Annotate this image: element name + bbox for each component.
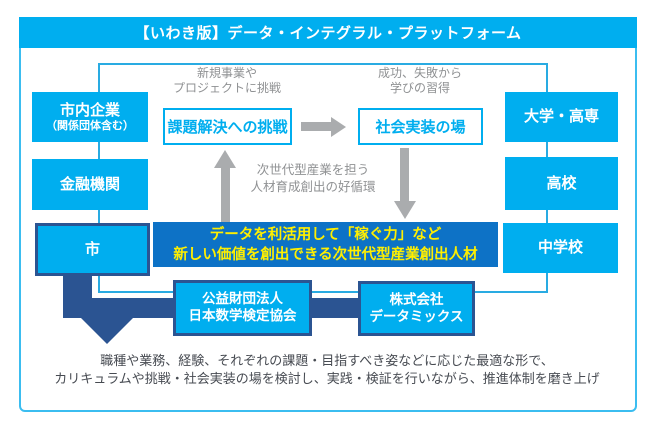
partner2-line2: データミックス	[369, 308, 464, 324]
arrow-up-icon	[214, 150, 236, 168]
partner2-line1: 株式会社	[389, 291, 444, 307]
challenge-left-caption-line1: 新規事業や	[196, 66, 257, 80]
box-juniorhigh: 中学校	[503, 223, 618, 273]
connector-arrow-down-icon	[81, 318, 133, 344]
box-juniorhigh-label: 中学校	[537, 239, 583, 257]
box-city-label: 市	[84, 240, 100, 258]
box-talent-creation: データを利活用して「稼ぐ力」など 新しい価値を創出できる次世代型産業創出人材	[153, 222, 498, 267]
box-datamix: 株式会社 データミックス	[358, 281, 475, 336]
box-challenge-label: 課題解決への挑戦	[167, 119, 288, 136]
cycle-caption-line2: 人材育成創出の好循環	[250, 180, 376, 194]
box-highschool: 高校	[505, 157, 618, 210]
box-university: 大学・高専	[505, 92, 618, 142]
partner1-line2: 日本数学検定協会	[188, 308, 297, 323]
box-math-certification-association: 公益財団法人 日本数学検定協会	[173, 280, 312, 336]
footer-description: 職種や業務、経験、それぞれの課題・目指すべき姿などに応じた最適な形で、 カリキュ…	[27, 352, 627, 387]
challenge-left-caption: 新規事業や プロジェクトに挑戦	[147, 66, 307, 96]
footer-line1: 職種や業務、経験、それぞれの課題・目指すべき姿などに応じた最適な形で、	[100, 353, 554, 368]
box-city-companies-label: 市内企業	[59, 101, 120, 119]
challenge-left-caption-line2: プロジェクトに挑戦	[172, 81, 281, 95]
arrow-right-icon	[331, 116, 346, 137]
arrow-right-shaft	[301, 122, 331, 131]
box-highschool-label: 高校	[546, 174, 577, 192]
box-talent-line1: データを利活用して「稼ぐ力」など	[209, 226, 442, 243]
box-social-implementation-label: 社会実装の場	[375, 119, 466, 136]
box-city-companies: 市内企業 （関係団体含む）	[32, 92, 148, 142]
challenge-right-caption-line2: 学びの習得	[389, 81, 450, 95]
challenge-right-caption: 成功、失敗から 学びの習得	[340, 66, 500, 96]
arrow-up-shaft	[221, 167, 230, 222]
box-social-implementation: 社会実装の場	[358, 108, 483, 145]
arrow-down-icon	[394, 201, 416, 219]
title-banner: 【いわき版】データ・インテグラル・プラットフォーム	[19, 17, 637, 48]
footer-line2: カリキュラムや挑戦・社会実装の場を検討し、実践・検証を行いながら、推進体制を磨き…	[54, 370, 600, 386]
box-financial-institutions-label: 金融機関	[59, 175, 120, 193]
cycle-caption-line1: 次世代型産業を担う	[256, 163, 370, 177]
page-title: 【いわき版】データ・インテグラル・プラットフォーム	[134, 25, 522, 42]
partner1-line1: 公益財団法人	[202, 291, 283, 307]
box-challenge: 課題解決への挑戦	[163, 108, 292, 145]
box-talent-line2: 新しい価値を創出できる次世代型産業創出人材	[173, 246, 478, 263]
box-city-companies-sublabel: （関係団体含む）	[46, 119, 134, 132]
cycle-caption: 次世代型産業を担う 人材育成創出の好循環	[233, 162, 393, 196]
box-university-label: 大学・高専	[523, 108, 599, 126]
arrow-down-shaft	[400, 148, 409, 202]
box-city: 市	[35, 223, 150, 276]
box-financial-institutions: 金融機関	[32, 159, 148, 210]
challenge-right-caption-line1: 成功、失敗から	[377, 66, 462, 80]
